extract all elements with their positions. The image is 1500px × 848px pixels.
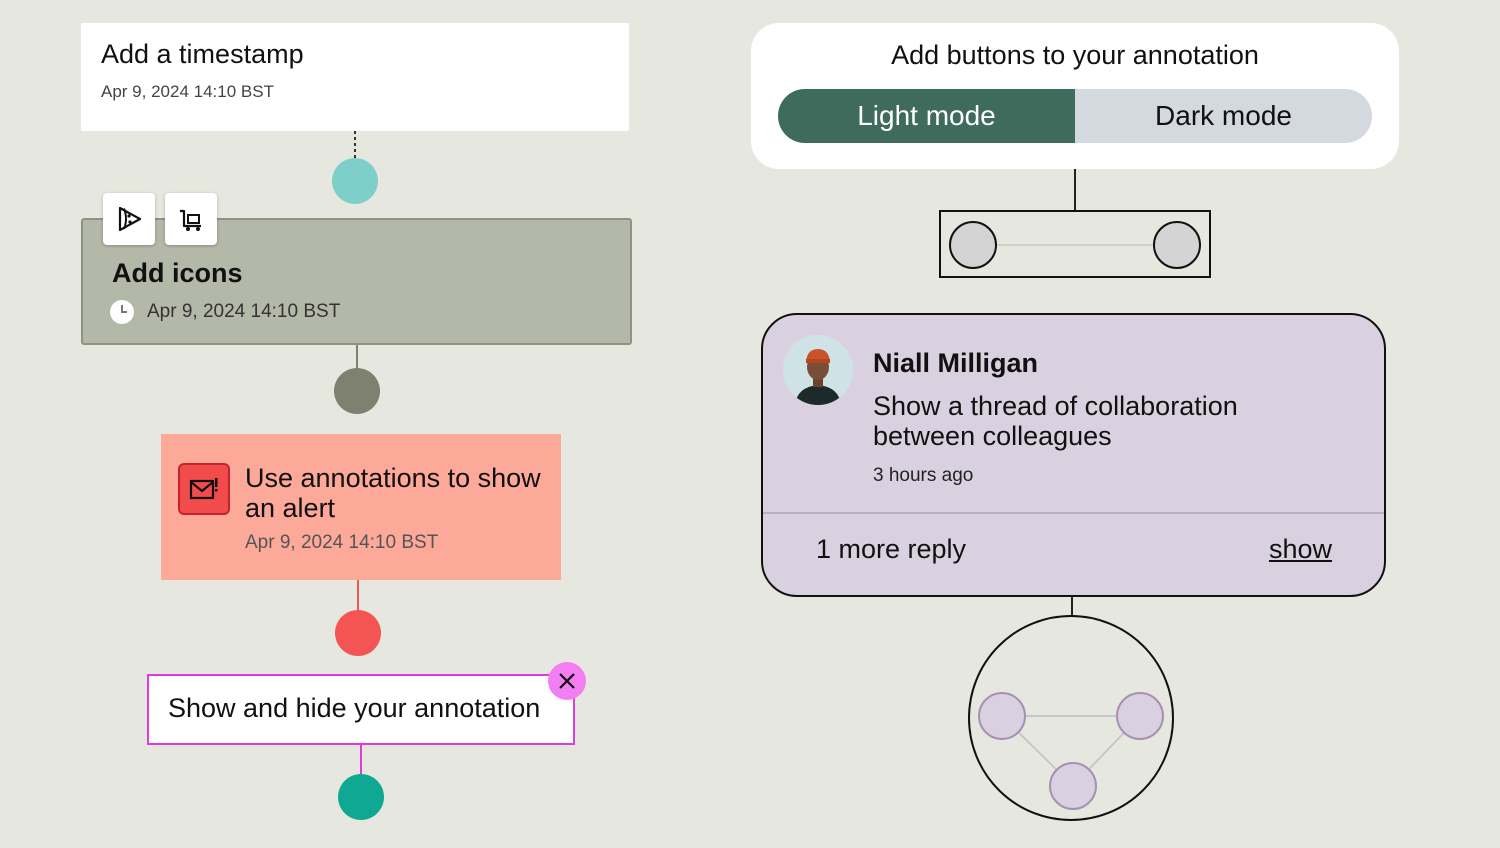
pizza-slice-icon[interactable]	[103, 193, 155, 245]
reply-count: 1 more reply	[816, 534, 967, 564]
mode-toggle: Light mode Dark mode	[778, 89, 1372, 143]
show-replies-link[interactable]: show	[1268, 534, 1332, 564]
icons-card-title: Add icons	[112, 258, 243, 288]
light-mode-button[interactable]: Light mode	[778, 89, 1075, 143]
show-hide-annotation-card: Show and hide your annotation	[147, 674, 575, 745]
timeline-node-show-hide	[338, 774, 384, 820]
timeline-node-alert	[335, 610, 381, 656]
clock-icon	[110, 300, 134, 324]
toggle-knob-left	[949, 221, 997, 269]
timeline-node-timestamp	[332, 158, 378, 204]
comment-annotation-card: Niall Milligan Show a thread of collabor…	[761, 313, 1386, 597]
dark-mode-button[interactable]: Dark mode	[1075, 89, 1372, 143]
timestamp-card-title: Add a timestamp	[101, 39, 304, 69]
mail-alert-icon	[178, 463, 230, 515]
icons-card-date: Apr 9, 2024 14:10 BST	[147, 301, 341, 322]
comment-time: 3 hours ago	[873, 465, 974, 486]
graph-node-bottom	[1049, 762, 1097, 810]
graph-node-left	[978, 692, 1026, 740]
shopping-cart-icon[interactable]	[165, 193, 217, 245]
show-hide-card-title: Show and hide your annotation	[168, 693, 541, 723]
close-icon[interactable]	[548, 662, 586, 700]
buttons-annotation-card: Add buttons to your annotation Light mod…	[751, 23, 1399, 169]
icons-card-date-row: Apr 9, 2024 14:10 BST	[110, 300, 340, 324]
timestamp-annotation-card: Add a timestamp Apr 9, 2024 14:10 BST	[81, 23, 629, 131]
alert-annotation-card: Use annotations to show an alert Apr 9, …	[161, 434, 561, 580]
network-graph-circle	[968, 615, 1174, 821]
comment-author: Niall Milligan	[873, 348, 1039, 378]
comment-divider	[763, 512, 1384, 514]
graph-node-right	[1116, 692, 1164, 740]
comment-message: Show a thread of collaboration between c…	[873, 391, 1238, 451]
alert-card-title: Use annotations to show an alert	[245, 463, 541, 523]
avatar	[783, 335, 853, 405]
alert-card-date: Apr 9, 2024 14:10 BST	[245, 532, 439, 553]
icons-annotation-card: Add icons Apr 9, 2024 14:10 BST	[81, 218, 632, 345]
toggle-widget	[939, 210, 1211, 278]
buttons-card-title: Add buttons to your annotation	[891, 40, 1259, 70]
timeline-node-icons	[334, 368, 380, 414]
toggle-knob-right	[1153, 221, 1201, 269]
timestamp-card-date: Apr 9, 2024 14:10 BST	[101, 82, 274, 101]
